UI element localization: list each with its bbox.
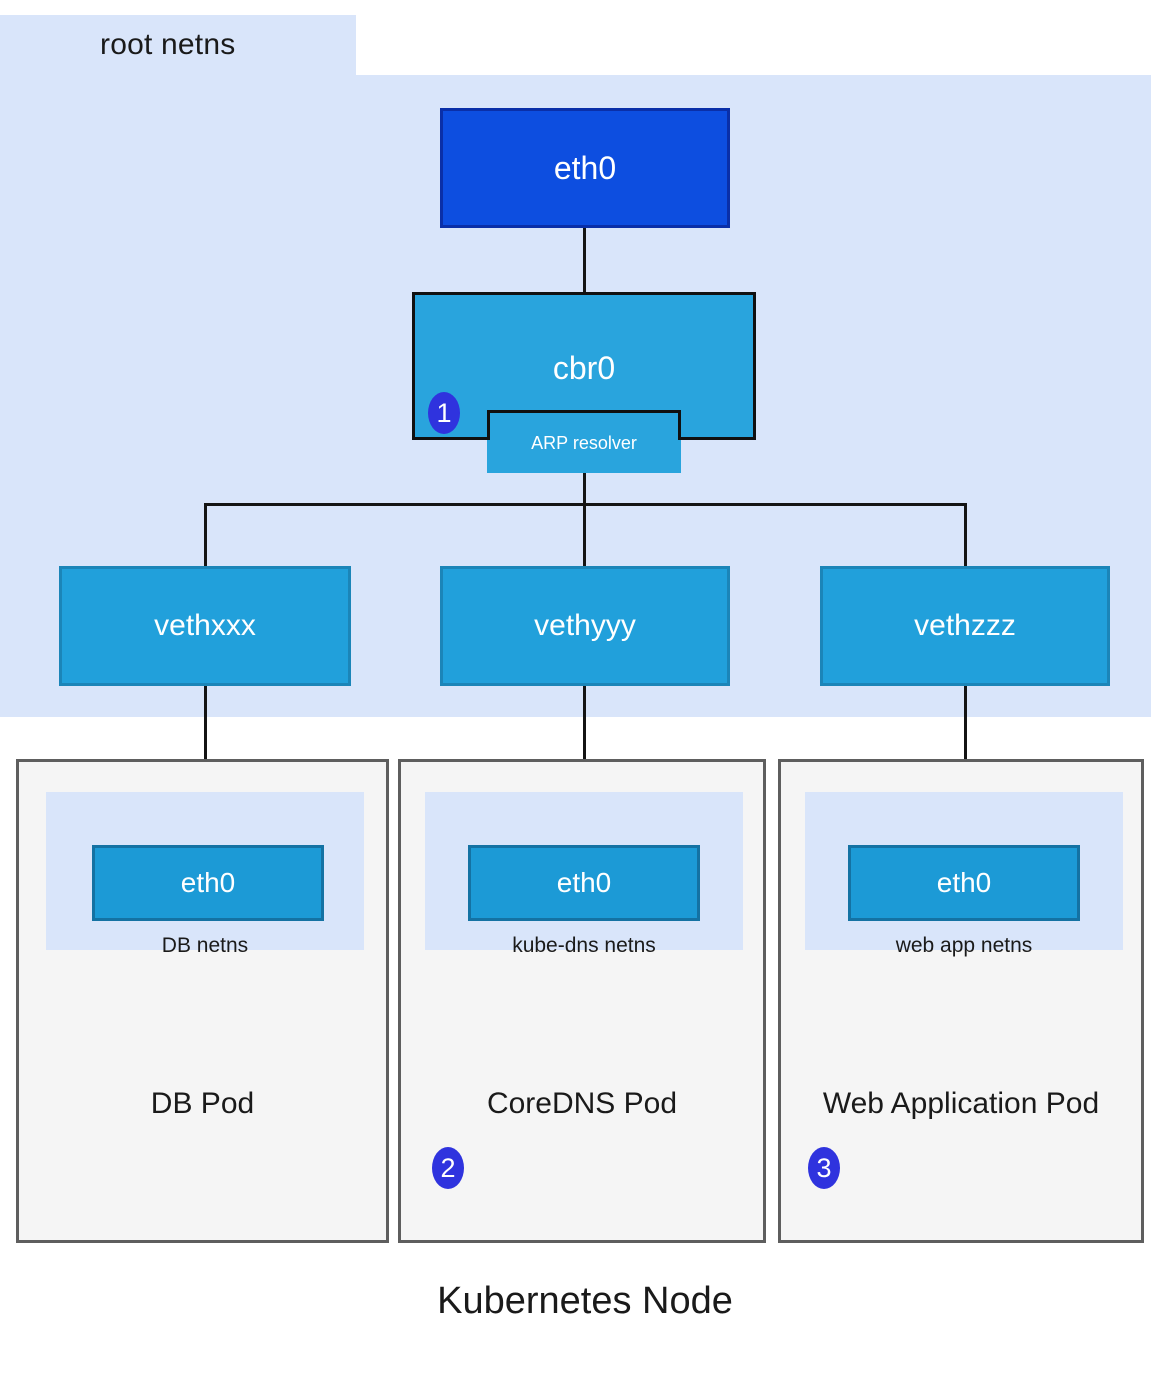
connector-bus-to-vethzzz (964, 503, 967, 566)
host-eth0-label: eth0 (553, 149, 617, 186)
step-badge-3-text: 3 (816, 1152, 832, 1183)
pod-eth0-label-coredns: eth0 (556, 867, 612, 898)
pod-label-coredns: CoreDNS Pod (486, 1087, 678, 1120)
connector-bus-to-vethyyy (583, 503, 586, 566)
pod-netns-coredns: eth0 kube-dns netns (425, 792, 743, 957)
pod-label-db: DB Pod (150, 1087, 255, 1120)
veth-node-vethxxx[interactable]: vethxxx (59, 566, 351, 686)
pod-container-db[interactable]: eth0 DB netns DB Pod (16, 759, 389, 1243)
veth-node-vethyyy[interactable]: vethyyy (440, 566, 730, 686)
pod-eth0-webapp[interactable]: eth0 (848, 845, 1080, 921)
pod-netns-label-db: DB netns (161, 934, 249, 957)
connector-vethzzz-to-web-eth0 (964, 686, 967, 820)
arp-resolver-node[interactable]: ARP resolver (487, 410, 681, 473)
diagram-footer-title: Kubernetes Node (437, 1280, 733, 1322)
pod-netns-label-webapp: web app netns (895, 934, 1033, 957)
step-badge-1: 1 (428, 392, 460, 434)
connector-eth0-to-cbr0 (583, 228, 586, 294)
arp-resolver-side-borders (487, 410, 681, 440)
pod-netns-db: eth0 DB netns (46, 792, 364, 957)
connector-arp-to-bus (583, 473, 586, 505)
connector-vethxxx-to-db-eth0 (204, 686, 207, 820)
pod-container-webapp[interactable]: eth0 web app netns Web Application Pod 3 (778, 759, 1144, 1243)
veth-label-vethyyy: vethyyy (534, 609, 636, 642)
root-netns-region-tab (0, 15, 356, 77)
step-badge-3: 3 (808, 1147, 840, 1189)
pod-eth0-db[interactable]: eth0 (92, 845, 324, 921)
root-netns-label: root netns (100, 28, 236, 61)
host-eth0-node[interactable]: eth0 (440, 108, 730, 228)
pod-netns-label-coredns: kube-dns netns (512, 934, 656, 957)
pod-eth0-label-db: eth0 (180, 867, 236, 898)
connector-bus-to-vethxxx (204, 503, 207, 566)
cbr0-label: cbr0 (552, 350, 616, 386)
step-badge-1-text: 1 (436, 397, 452, 428)
pod-label-webapp: Web Application Pod (822, 1087, 1100, 1120)
step-badge-2-text: 2 (440, 1152, 456, 1183)
connector-vethyyy-to-dns-eth0 (583, 686, 586, 820)
step-badge-2: 2 (432, 1147, 464, 1189)
pod-eth0-coredns[interactable]: eth0 (468, 845, 700, 921)
pod-netns-webapp: eth0 web app netns (805, 792, 1123, 957)
pod-container-coredns[interactable]: eth0 kube-dns netns CoreDNS Pod 2 (398, 759, 766, 1243)
pod-eth0-label-webapp: eth0 (936, 867, 992, 898)
veth-label-vethzzz: vethzzz (914, 609, 1016, 642)
veth-node-vethzzz[interactable]: vethzzz (820, 566, 1110, 686)
arp-resolver-label: ARP resolver (531, 432, 637, 453)
veth-label-vethxxx: vethxxx (154, 609, 256, 642)
